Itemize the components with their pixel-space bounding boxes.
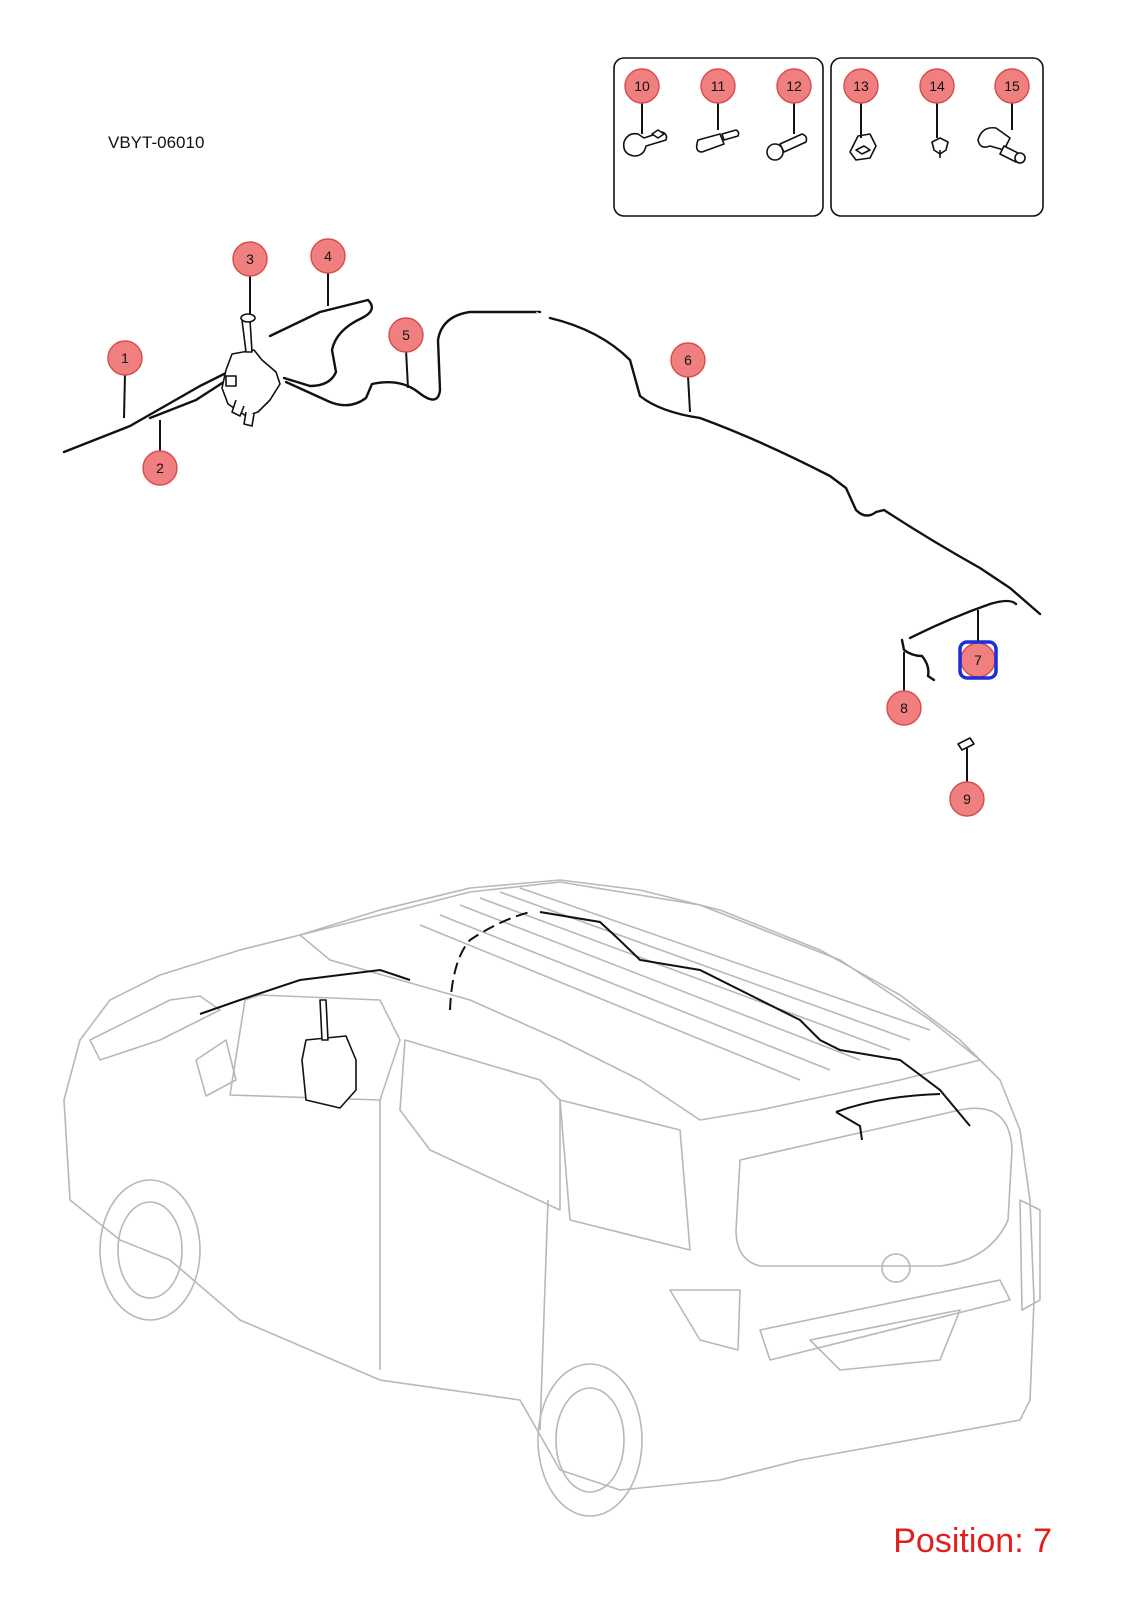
clip-10-part bbox=[622, 129, 668, 157]
callout-number: 10 bbox=[634, 78, 650, 94]
callouts: 1 2 3 4 5 6 7 8 9 10 11 12 13 14 15 bbox=[107, 68, 1030, 817]
callout-3[interactable]: 3 bbox=[232, 241, 268, 277]
callout-number: 9 bbox=[963, 791, 971, 807]
callout-15[interactable]: 15 bbox=[994, 68, 1030, 104]
inset-box-right bbox=[830, 57, 1044, 217]
hose-8 bbox=[900, 638, 936, 682]
callout-5[interactable]: 5 bbox=[388, 317, 424, 353]
callout-number: 4 bbox=[324, 248, 332, 264]
callout-8[interactable]: 8 bbox=[886, 690, 922, 726]
callout-number: 6 bbox=[684, 352, 692, 368]
inset-box-left bbox=[613, 57, 824, 217]
clip-14-part bbox=[931, 137, 949, 158]
diagram-code: VBYT-06010 bbox=[108, 133, 205, 152]
callout-6[interactable]: 6 bbox=[670, 342, 706, 378]
callout-number: 1 bbox=[121, 350, 129, 366]
callout-number: 15 bbox=[1004, 78, 1020, 94]
callout-10[interactable]: 10 bbox=[624, 68, 660, 104]
callout-11[interactable]: 11 bbox=[700, 68, 736, 104]
callout-7[interactable]: 7 bbox=[958, 640, 998, 680]
clip-15-part bbox=[977, 126, 1026, 164]
callout-number: 2 bbox=[156, 460, 164, 476]
washer-reservoir bbox=[221, 313, 281, 427]
hose-5 bbox=[284, 310, 542, 407]
hose-4 bbox=[268, 298, 374, 388]
fastener-inset bbox=[613, 57, 1044, 217]
callout-4[interactable]: 4 bbox=[310, 238, 346, 274]
hose-1 bbox=[62, 366, 238, 454]
callout-number: 8 bbox=[900, 700, 908, 716]
clip-13-part bbox=[849, 133, 877, 161]
callout-12[interactable]: 12 bbox=[776, 68, 812, 104]
selected-highlight bbox=[958, 640, 998, 680]
hose-2 bbox=[148, 376, 232, 420]
callout-number: 3 bbox=[246, 251, 254, 267]
vehicle-illustration bbox=[63, 879, 1041, 1517]
callout-13[interactable]: 13 bbox=[843, 68, 879, 104]
position-label: Position: 7 bbox=[893, 1522, 1052, 1560]
callout-9[interactable]: 9 bbox=[949, 781, 985, 817]
callout-1[interactable]: 1 bbox=[107, 340, 143, 376]
callout-number: 14 bbox=[929, 78, 945, 94]
callout-number: 13 bbox=[853, 78, 869, 94]
callout-number: 5 bbox=[402, 327, 410, 343]
hose-6 bbox=[548, 316, 1042, 616]
hose-7 bbox=[908, 599, 1018, 640]
clip-12-part bbox=[766, 133, 808, 161]
clip-11-part bbox=[695, 129, 740, 153]
callout-number: 7 bbox=[974, 652, 982, 668]
callout-number: 12 bbox=[786, 78, 802, 94]
clip-9-part bbox=[957, 737, 975, 751]
callout-2[interactable]: 2 bbox=[142, 450, 178, 486]
callout-number: 11 bbox=[711, 78, 726, 94]
leader-lines bbox=[123, 101, 1013, 782]
washer-hose-assembly bbox=[62, 298, 1042, 751]
callout-14[interactable]: 14 bbox=[919, 68, 955, 104]
